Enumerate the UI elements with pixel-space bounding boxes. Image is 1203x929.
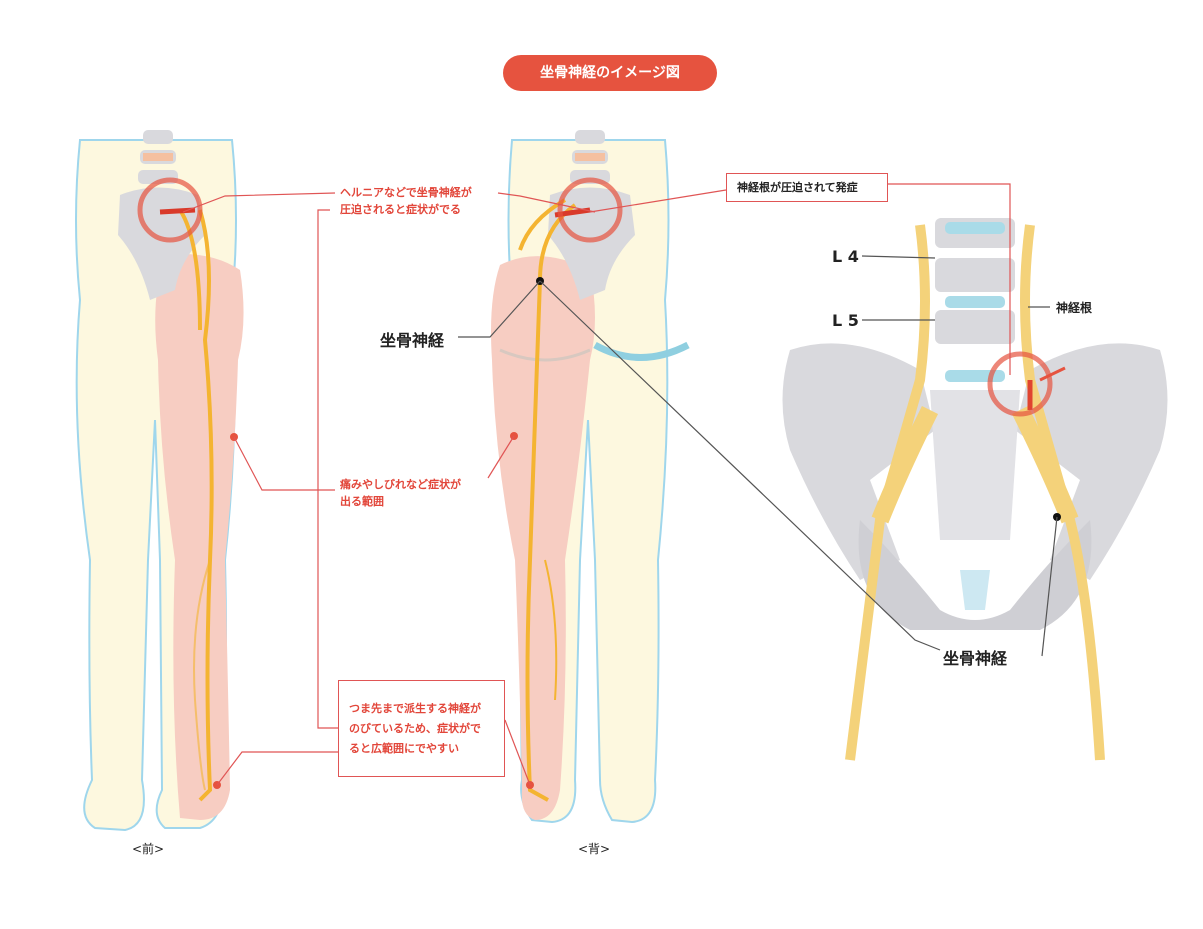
toe-line-3: ると広範囲にでやすい: [349, 742, 459, 755]
range-annotation: 痛みやしびれなど症状が 出る範囲: [340, 476, 461, 510]
pelvis-figure: [782, 218, 1168, 761]
toe-annotation-box: つま先まで派生する神経が のびているため、症状がで ると広範囲にでやすい: [338, 680, 505, 777]
hernia-annotation: ヘルニアなどで坐骨神経が 圧迫されると症状がでる: [340, 184, 472, 218]
l4-label: L 4: [832, 247, 859, 266]
leader-lines: [182, 183, 1058, 786]
front-label: <前>: [132, 842, 165, 856]
range-line-1: 痛みやしびれなど症状が: [340, 478, 461, 491]
root-compressed-box: 神経根が圧迫されて発症: [726, 173, 888, 202]
sciatic-label-pelvis: 坐骨神経: [943, 649, 1008, 668]
root-compressed-text: 神経根が圧迫されて発症: [737, 181, 858, 194]
hernia-line-1: ヘルニアなどで坐骨神経が: [340, 186, 472, 199]
back-label: <背>: [578, 842, 611, 856]
sciatic-label-back: 坐骨神経: [380, 331, 445, 350]
toe-line-2: のびているため、症状がで: [349, 722, 481, 735]
back-figure: [491, 130, 690, 824]
hernia-line-2: 圧迫されると症状がでる: [340, 203, 461, 216]
front-figure: [75, 130, 244, 832]
nerve-root-label: 神経根: [1056, 301, 1093, 315]
toe-annotation: つま先まで派生する神経が のびているため、症状がで ると広範囲にでやすい: [349, 699, 481, 759]
diagram-title: 坐骨神経のイメージ図: [503, 55, 717, 91]
toe-line-1: つま先まで派生する神経が: [349, 702, 481, 715]
range-line-2: 出る範囲: [340, 495, 384, 508]
l5-label: L 5: [832, 311, 859, 330]
